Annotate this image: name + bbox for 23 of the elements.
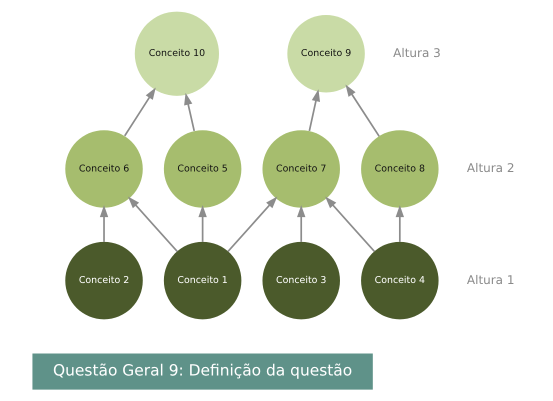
arrow: [345, 84, 380, 137]
arrow: [308, 89, 320, 132]
node-circle: Conceito 5: [163, 130, 241, 208]
label: Altura 3: [392, 46, 440, 60]
label: Altura 2: [466, 161, 514, 176]
arrow: [395, 205, 404, 242]
arrow: [226, 196, 277, 252]
node-box: Questão Geral 9: Definição da questão: [32, 354, 372, 390]
arrow: [127, 196, 178, 252]
node-circle: Conceito 8: [360, 130, 438, 208]
arrow: [123, 87, 156, 136]
arrow: [198, 205, 206, 242]
node-circle: Conceito 9: [286, 14, 364, 92]
node-circle: Conceito 1: [163, 242, 241, 320]
arrow: [184, 92, 195, 132]
node-circle: Conceito 3: [262, 242, 340, 320]
arrow: [99, 205, 108, 242]
label: Altura 1: [466, 272, 514, 287]
node-circle: Conceito 4: [360, 242, 438, 320]
arrow: [324, 196, 375, 252]
node-circle: Conceito 2: [64, 242, 142, 320]
node-circle: Conceito 10: [134, 12, 219, 96]
arrow: [296, 205, 305, 242]
